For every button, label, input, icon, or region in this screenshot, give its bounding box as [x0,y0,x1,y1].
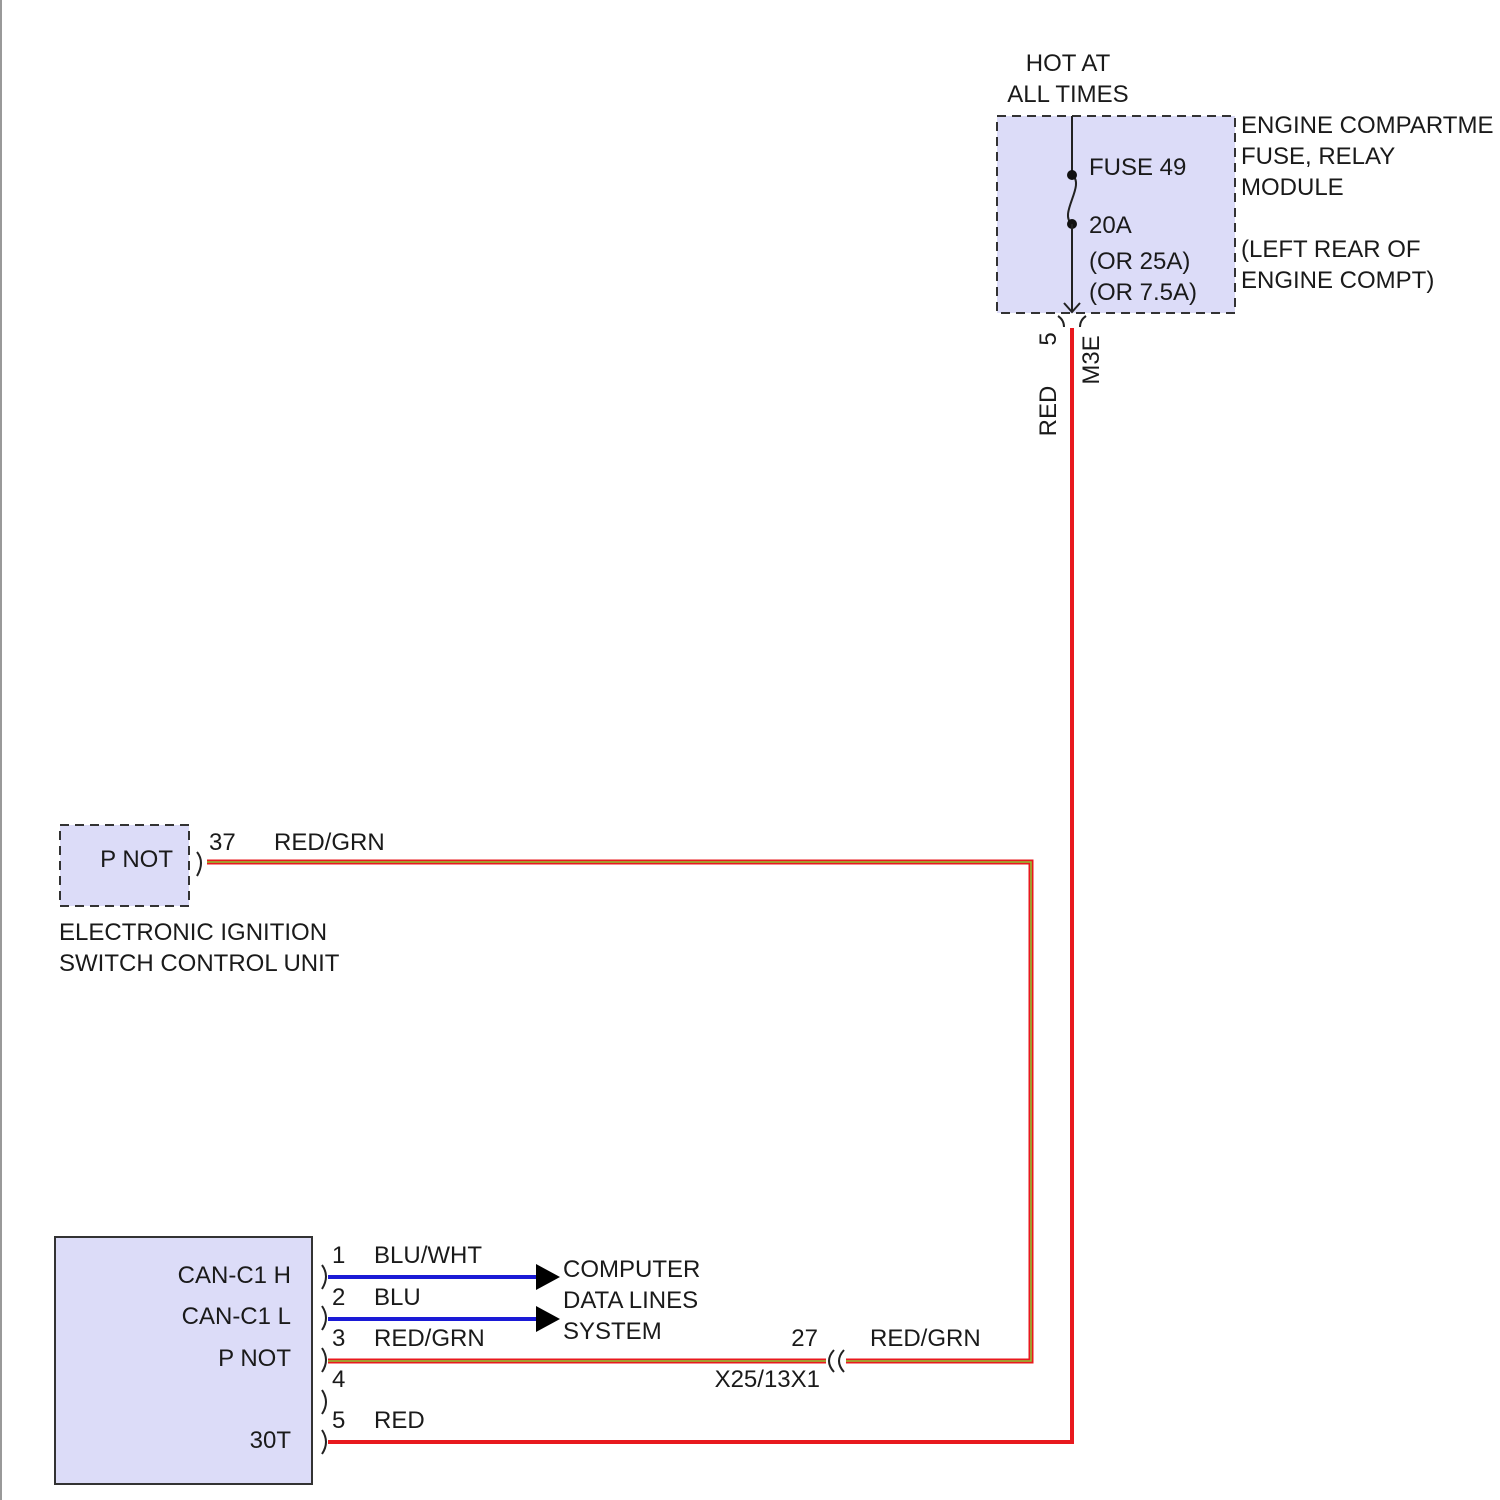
pin4-number: 4 [332,1366,345,1393]
fuse-name: FUSE 49 [1089,154,1186,181]
ignition-unit-name-line2: SWITCH CONTROL UNIT [59,950,340,977]
module-name-line2: FUSE, RELAY [1241,143,1395,170]
pin2-wire-color: BLU [374,1284,421,1311]
inline-connector-name: X25/13X1 [715,1366,820,1393]
pin1-number: 1 [332,1242,345,1269]
data-lines-line2: DATA LINES [563,1287,698,1314]
pin5-number: 5 [332,1407,345,1434]
pin1-wire-color: BLU/WHT [374,1242,482,1269]
module-name-line1: ENGINE COMPARTME [1241,112,1493,139]
ignition-terminal-icon [197,852,201,876]
pin3-wire-color: RED/GRN [374,1325,485,1352]
data-lines-line3: SYSTEM [563,1318,662,1345]
ignition-pin-number: 37 [209,829,236,856]
connector-m3e-icon [1058,316,1086,327]
all-times-label: ALL TIMES [1007,81,1128,108]
fuse-alt-rating-2: (OR 7.5A) [1089,279,1197,306]
fuse-output-pin: 5 [1035,332,1062,345]
module-location-line1: (LEFT REAR OF [1241,236,1421,263]
connector-m3e-label: M3E [1078,335,1105,384]
ignition-switch-control-unit: P NOT 37 RED/GRN ELECTRONIC IGNITION SWI… [59,825,385,977]
pin4-terminal-icon [322,1390,326,1414]
pin3-number: 3 [332,1325,345,1352]
module-name-line3: MODULE [1241,174,1344,201]
inline-connector-wire-color: RED/GRN [870,1325,981,1352]
data-lines-line1: COMPUTER [563,1256,700,1283]
pin5-terminal-icon [322,1430,326,1454]
pin3-terminal-icon [322,1348,326,1372]
pin5-wire-color: RED [374,1407,425,1434]
fuse-rating: 20A [1089,212,1132,239]
inline-connector-icon [829,1350,844,1372]
pin5-function: 30T [250,1427,292,1454]
fuse-alt-rating-1: (OR 25A) [1089,248,1190,275]
pin2-terminal-icon [322,1306,326,1330]
ignition-pin-function: P NOT [100,846,173,873]
hot-at-label: HOT AT [1026,50,1111,77]
pin1-function: CAN-C1 H [178,1262,291,1289]
pin1-terminal-icon [322,1265,326,1289]
wire-color-red-label: RED [1035,386,1062,437]
ignition-wire-color: RED/GRN [274,829,385,856]
ignition-unit-name-line1: ELECTRONIC IGNITION [59,919,327,946]
pin3-function: P NOT [218,1345,291,1372]
lower-module: CAN-C1 H 1 BLU/WHT CAN-C1 L 2 BLU P NOT … [55,1237,826,1484]
pin2-number: 2 [332,1284,345,1311]
arrow-right-icon [536,1306,560,1332]
module-location-line2: ENGINE COMPT) [1241,267,1434,294]
pin2-function: CAN-C1 L [182,1303,291,1330]
computer-data-lines-label: COMPUTER DATA LINES SYSTEM [563,1256,700,1345]
inline-connector-pin: 27 [791,1325,818,1352]
fuse-terminal-top [1067,170,1077,180]
arrow-right-icon [536,1264,560,1290]
